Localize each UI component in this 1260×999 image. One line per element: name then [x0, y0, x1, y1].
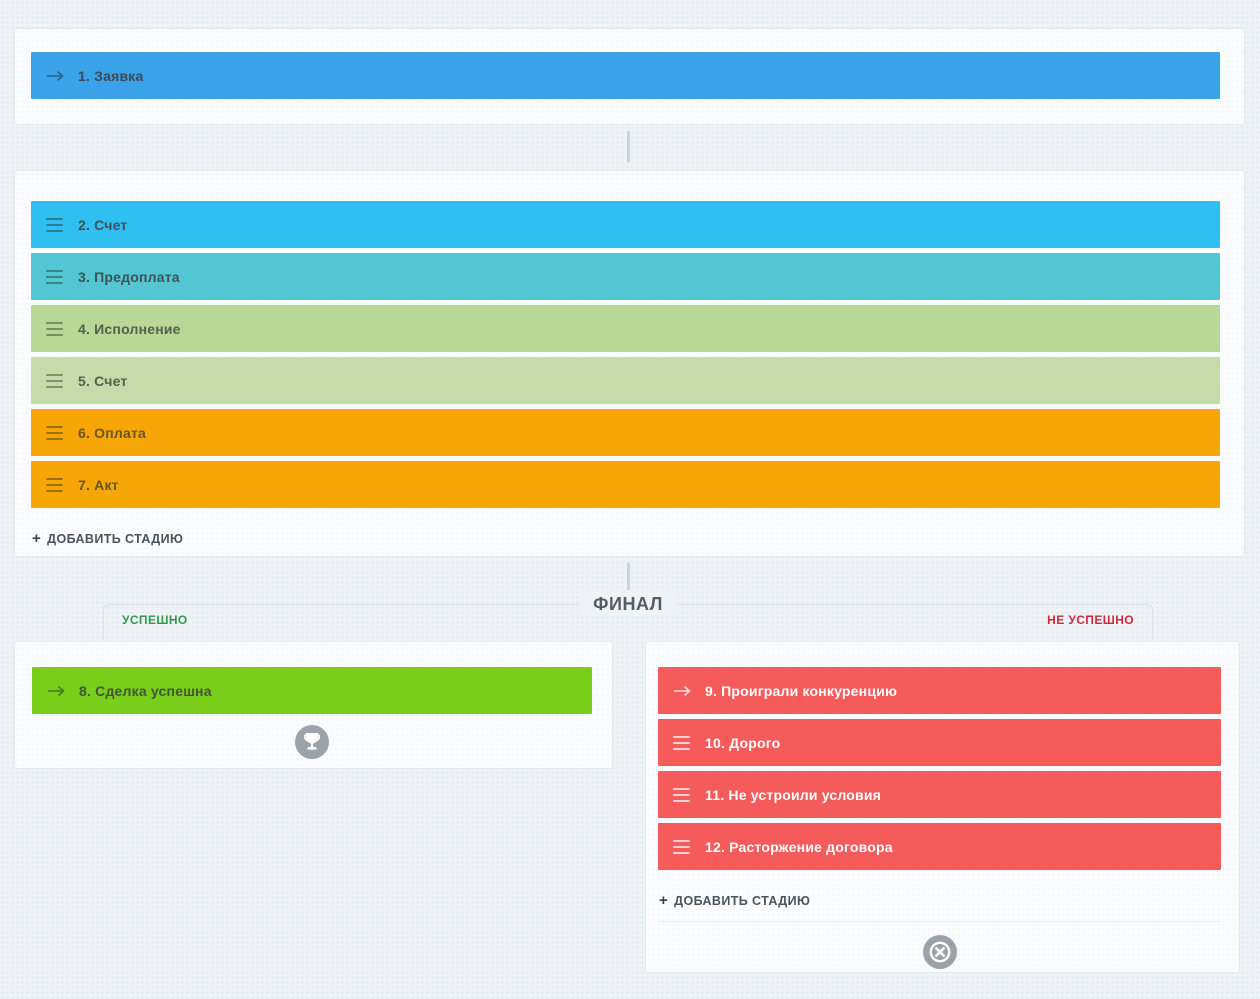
drag-handle-icon[interactable]: [46, 424, 66, 442]
stage-bar[interactable]: 7. Акт: [31, 461, 1220, 508]
drag-handle-icon[interactable]: [673, 734, 693, 752]
stage-label: 6. Оплата: [78, 424, 147, 441]
arrow-right-icon: [47, 685, 67, 697]
stage-bar[interactable]: 10. Дорого: [658, 719, 1221, 766]
stage-bar[interactable]: 12. Расторжение договора: [658, 823, 1221, 870]
stage-label: 2. Счет: [78, 216, 128, 233]
drag-handle-icon[interactable]: [46, 268, 66, 286]
stage-bar[interactable]: 1. Заявка: [31, 52, 1220, 99]
stage-bar[interactable]: 2. Счет: [31, 201, 1220, 248]
stage-label: 4. Исполнение: [78, 320, 181, 337]
drag-handle-icon[interactable]: [673, 786, 693, 804]
trophy-icon: [295, 725, 329, 759]
final-section-header: ФИНАЛ УСПЕШНО НЕ УСПЕШНО: [103, 592, 1153, 640]
stage-bar[interactable]: 3. Предоплата: [31, 253, 1220, 300]
panel-initial-stage: 1. Заявка: [14, 28, 1245, 125]
plus-icon: +: [32, 530, 42, 547]
stage-label: 7. Акт: [78, 476, 119, 493]
stage-bar[interactable]: 9. Проиграли конкуренцию: [658, 667, 1221, 714]
panel-progress-stages: 2. Счет 3. Предоплата 4. Исполнение 5. С…: [14, 170, 1245, 557]
stage-bar[interactable]: 5. Счет: [31, 357, 1220, 404]
stage-label: 9. Проиграли конкуренцию: [705, 682, 898, 699]
stage-label: 1. Заявка: [78, 67, 144, 84]
add-stage-label: ДОБАВИТЬ СТАДИЮ: [47, 531, 184, 546]
fail-footer-divider: [658, 921, 1221, 969]
drag-handle-icon[interactable]: [46, 216, 66, 234]
drag-handle-icon[interactable]: [673, 838, 693, 856]
stage-bar[interactable]: 4. Исполнение: [31, 305, 1220, 352]
plus-icon: +: [659, 892, 669, 909]
stage-label: 5. Счет: [78, 372, 128, 389]
pipeline-connector: [627, 131, 630, 162]
drag-handle-icon[interactable]: [46, 320, 66, 338]
add-stage-button[interactable]: + ДОБАВИТЬ СТАДИЮ: [659, 892, 810, 909]
drag-handle-icon[interactable]: [46, 476, 66, 494]
panel-fail: 9. Проиграли конкуренцию 10. Дорого 11. …: [645, 641, 1240, 973]
arrow-right-icon: [46, 70, 66, 82]
drag-handle-icon[interactable]: [46, 372, 66, 390]
stage-label: 11. Не устроили условия: [705, 786, 882, 803]
arrow-right-icon: [673, 685, 693, 697]
final-title: ФИНАЛ: [579, 592, 677, 616]
panel-success: 8. Сделка успешна: [14, 641, 613, 769]
add-stage-label: ДОБАВИТЬ СТАДИЮ: [674, 893, 811, 908]
stage-label: 10. Дорого: [705, 734, 781, 751]
tab-success: УСПЕШНО: [122, 612, 188, 627]
fail-cross-icon: [922, 935, 957, 969]
stage-label: 12. Расторжение договора: [705, 838, 893, 855]
stage-label: 3. Предоплата: [78, 268, 180, 285]
stage-bar[interactable]: 8. Сделка успешна: [32, 667, 592, 714]
pipeline-connector: [627, 563, 630, 590]
stage-bar[interactable]: 6. Оплата: [31, 409, 1220, 456]
stage-label: 8. Сделка успешна: [79, 682, 212, 699]
add-stage-button[interactable]: + ДОБАВИТЬ СТАДИЮ: [32, 530, 183, 547]
stage-bar[interactable]: 11. Не устроили условия: [658, 771, 1221, 818]
tab-fail: НЕ УСПЕШНО: [1047, 612, 1134, 627]
